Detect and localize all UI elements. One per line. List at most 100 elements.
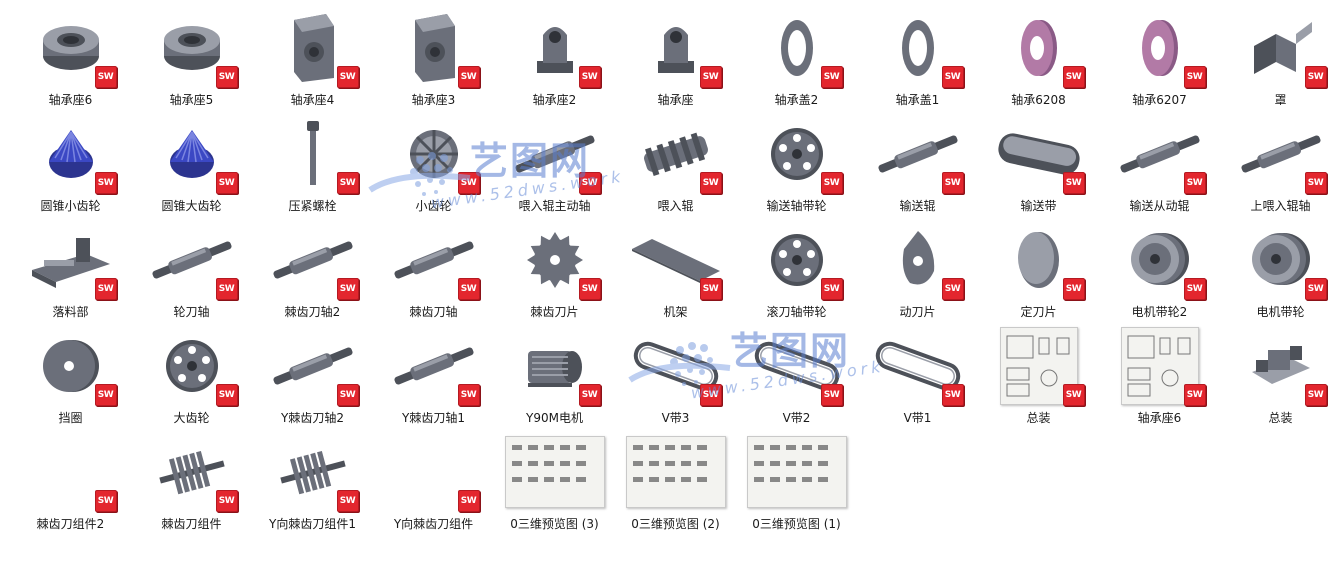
bolt-icon: SW [263, 112, 363, 196]
file-name-label: 上喂入辊轴 [1250, 199, 1311, 213]
file-item[interactable]: SW 挡圈 [10, 324, 131, 430]
shaft-icon: SW [263, 324, 363, 408]
bearing-ring-icon: SW [989, 6, 1089, 90]
shaft-icon: SW [1110, 112, 1210, 196]
v-belt-icon: SW [868, 324, 968, 408]
retaining-ring-icon: SW [21, 324, 121, 408]
file-name-label: 滚刀轴带轮 [766, 305, 827, 319]
assembly-icon: SW [1231, 324, 1331, 408]
solidworks-badge-icon: SW [941, 66, 964, 88]
solidworks-badge-icon: SW [820, 278, 843, 300]
file-name-label: 圆锥小齿轮 [40, 199, 101, 213]
file-item[interactable]: SW 输送辊 [857, 112, 978, 218]
solidworks-badge-icon: SW [336, 172, 359, 194]
file-item[interactable]: 0三维预览图 (1) [736, 430, 857, 536]
file-name-label: 轴承盖2 [774, 93, 819, 107]
solidworks-badge-icon: SW [699, 66, 722, 88]
solidworks-badge-icon: SW [1183, 278, 1206, 300]
file-name-label: Y向棘齿刀组件1 [269, 517, 356, 531]
plate-icon: SW [626, 218, 726, 302]
spur-gear-icon: SW [384, 112, 484, 196]
file-item[interactable]: 0三维预览图 (3) [494, 430, 615, 536]
file-name-label: 轴承座2 [532, 93, 577, 107]
file-name-label: Y棘齿刀轴1 [402, 411, 465, 425]
solidworks-badge-icon: SW [578, 278, 601, 300]
shaft-icon: SW [384, 324, 484, 408]
file-item[interactable]: 0三维预览图 (2) [615, 430, 736, 536]
file-name-label: 挡圈 [58, 411, 83, 425]
file-name-label: 电机带轮2 [1131, 305, 1188, 319]
file-name-label: 轴承座3 [411, 93, 456, 107]
blank-icon: SW [384, 430, 484, 514]
shaft-icon: SW [868, 112, 968, 196]
bearing-block-icon: SW [263, 6, 363, 90]
file-name-label: 棘齿刀轴 [409, 305, 458, 319]
saw-blade-icon: SW [505, 218, 605, 302]
solidworks-badge-icon: SW [1183, 172, 1206, 194]
file-item[interactable]: SW 滚刀轴带轮 [736, 218, 857, 324]
file-item[interactable]: SW 轴承座2 [494, 6, 615, 112]
pillow-block-icon: SW [505, 6, 605, 90]
solidworks-badge-icon: SW [1304, 66, 1327, 88]
file-item[interactable]: SW 电机带轮2 [1099, 218, 1220, 324]
feed-roller-icon: SW [626, 112, 726, 196]
solidworks-badge-icon: SW [941, 384, 964, 406]
solidworks-badge-icon: SW [94, 66, 117, 88]
shaft-icon: SW [1231, 112, 1331, 196]
solidworks-badge-icon: SW [1304, 172, 1327, 194]
file-item[interactable]: SW 上喂入辊轴 [1220, 112, 1339, 218]
multi-groove-pulley-icon: SW [1110, 218, 1210, 302]
file-item[interactable]: SW 圆锥小齿轮 [10, 112, 131, 218]
image-preview-icon [746, 430, 847, 514]
file-name-label: 定刀片 [1020, 305, 1057, 319]
file-item[interactable]: SW Y棘齿刀轴1 [373, 324, 494, 430]
file-name-label: 输送辊 [899, 199, 936, 213]
solidworks-badge-icon: SW [336, 66, 359, 88]
bevel-gear-icon: SW [21, 112, 121, 196]
file-name-label: 0三维预览图 (3) [510, 517, 599, 531]
pulley-icon: SW [747, 112, 847, 196]
file-name-label: V带3 [661, 411, 690, 425]
